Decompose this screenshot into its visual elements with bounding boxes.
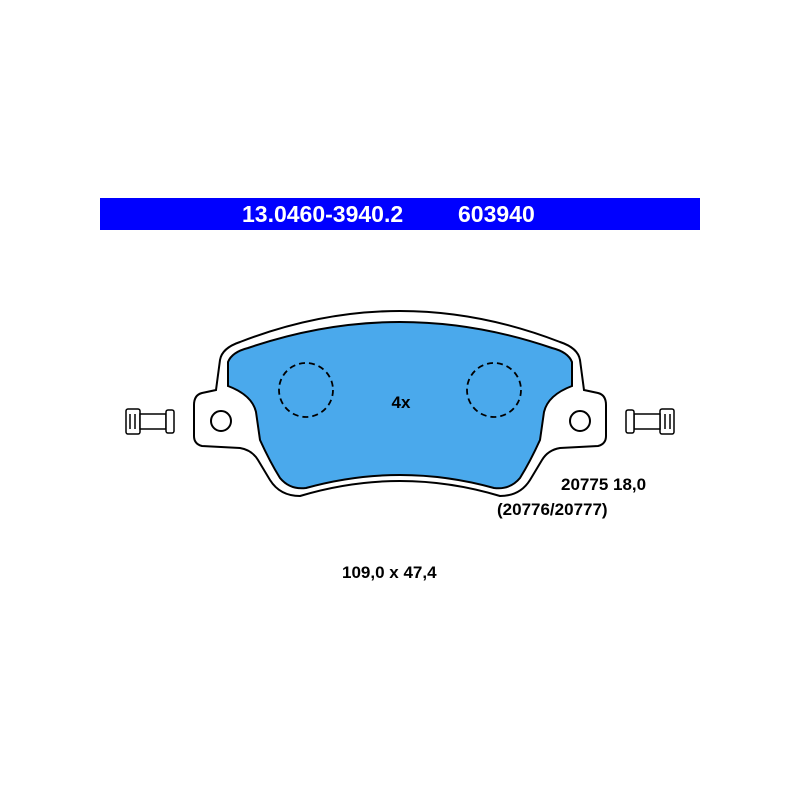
wva-alternates-label: (20776/20777) bbox=[497, 500, 608, 519]
alternate-part-number: 603940 bbox=[458, 201, 535, 227]
wva-number-label: 20775 18,0 bbox=[561, 475, 647, 494]
right-guide-pin-icon bbox=[625, 408, 675, 435]
left-guide-pin-icon bbox=[125, 408, 175, 435]
right-dashed-circle bbox=[466, 362, 522, 418]
part-number: 13.0460-3940.2 bbox=[242, 201, 404, 227]
part-number-header: 13.0460-3940.2 603940 bbox=[100, 198, 700, 230]
left-mounting-hole bbox=[210, 410, 232, 432]
quantity-label: 4x bbox=[392, 393, 411, 412]
left-dashed-circle bbox=[278, 362, 334, 418]
right-mounting-hole bbox=[569, 410, 591, 432]
dimensions-label: 109,0 x 47,4 bbox=[342, 563, 437, 582]
